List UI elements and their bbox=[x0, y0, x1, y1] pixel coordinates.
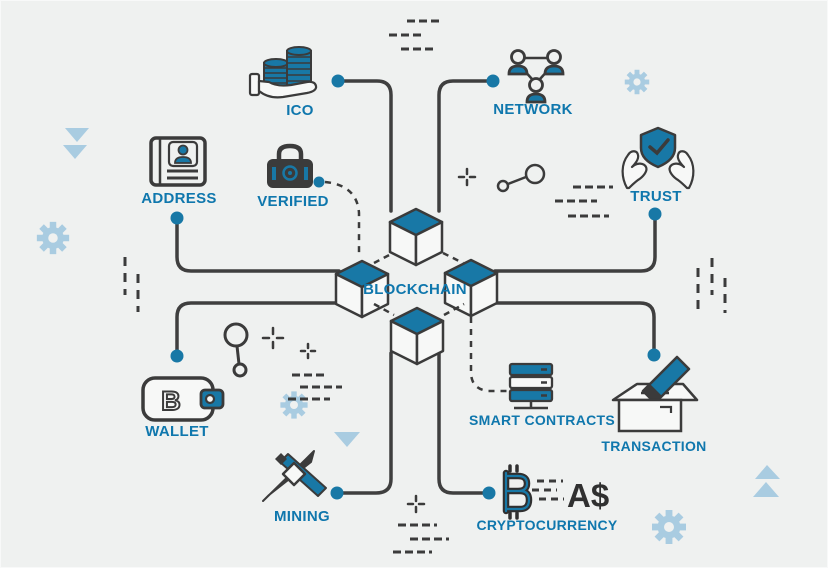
node-label-network: NETWORK bbox=[493, 101, 573, 118]
triangle-down-icon bbox=[334, 432, 360, 447]
cube-icon bbox=[388, 207, 444, 267]
molecule-icon bbox=[223, 322, 249, 378]
connector-address bbox=[175, 216, 341, 273]
center-label: BLOCKCHAIN bbox=[363, 281, 467, 298]
triangle-down-icon bbox=[65, 128, 89, 142]
triangle-up-icon bbox=[755, 465, 780, 479]
svg-text:B: B bbox=[161, 386, 181, 416]
triangle-decorations bbox=[63, 128, 780, 497]
connector-lines bbox=[175, 79, 657, 495]
connector-wallet bbox=[175, 301, 341, 358]
node-label-wallet: WALLET bbox=[145, 423, 209, 440]
connector-ico bbox=[336, 79, 393, 213]
connector-dot bbox=[482, 486, 496, 500]
connector-dot bbox=[648, 207, 662, 221]
padlock-icon bbox=[267, 143, 313, 188]
plus-icon bbox=[457, 167, 477, 187]
molecule-decorations bbox=[223, 163, 546, 378]
triangle-up-icon bbox=[753, 482, 779, 497]
svg-text:A$: A$ bbox=[567, 477, 609, 514]
hands-holding-shield-icon bbox=[621, 126, 695, 190]
connector-dot bbox=[330, 486, 344, 500]
node-label-cryptocurrency: CRYPTOCURRENCY bbox=[476, 517, 618, 533]
node-label-mining: MINING bbox=[274, 508, 330, 525]
node-label-smart-contracts: SMART CONTRACTS bbox=[468, 412, 616, 428]
server-stack-icon bbox=[508, 362, 554, 410]
cube-icon bbox=[334, 259, 390, 319]
ballot-box-card-icon bbox=[611, 355, 699, 433]
pickaxe-icon bbox=[262, 450, 327, 502]
connector-dot bbox=[331, 74, 345, 88]
cube-icon bbox=[389, 306, 445, 366]
connector-dot bbox=[170, 211, 184, 225]
bitcoin-wallet-icon: B bbox=[141, 376, 225, 422]
node-label-ico: ICO bbox=[286, 102, 314, 119]
vertical-dash-decorations bbox=[123, 257, 727, 313]
connector-trust bbox=[493, 212, 657, 273]
connector-dot bbox=[170, 349, 184, 363]
cube-icon bbox=[443, 258, 499, 318]
bitcoin-to-dollar-icon: A$ bbox=[502, 464, 609, 520]
node-label-transaction: TRANSACTION bbox=[601, 438, 707, 454]
connector-mining bbox=[335, 351, 393, 495]
people-network-icon bbox=[507, 49, 565, 104]
contact-book-icon bbox=[149, 136, 207, 187]
coins-in-hand-icon bbox=[248, 46, 318, 99]
node-label-verified: VERIFIED bbox=[257, 193, 329, 210]
triangle-down-icon bbox=[63, 145, 87, 159]
plus-decorations bbox=[261, 167, 477, 514]
dash-decorations bbox=[288, 19, 613, 554]
plus-icon bbox=[406, 494, 426, 514]
verified-dashed-connector bbox=[313, 176, 361, 254]
plus-icon bbox=[261, 326, 285, 350]
connector-network bbox=[437, 79, 495, 213]
node-label-address: ADDRESS bbox=[141, 190, 217, 207]
molecule-icon bbox=[496, 163, 546, 193]
cube-links bbox=[373, 251, 465, 317]
smart-contracts-dashed-connector bbox=[469, 317, 511, 393]
connector-dot bbox=[647, 348, 661, 362]
plus-icon bbox=[299, 342, 317, 360]
node-label-trust: TRUST bbox=[630, 188, 682, 205]
connector-dot bbox=[486, 74, 500, 88]
blockchain-cubes bbox=[334, 207, 499, 366]
connector-dots bbox=[170, 74, 662, 500]
connector-transaction bbox=[493, 301, 656, 357]
connector-cryptocurrency bbox=[437, 351, 491, 495]
